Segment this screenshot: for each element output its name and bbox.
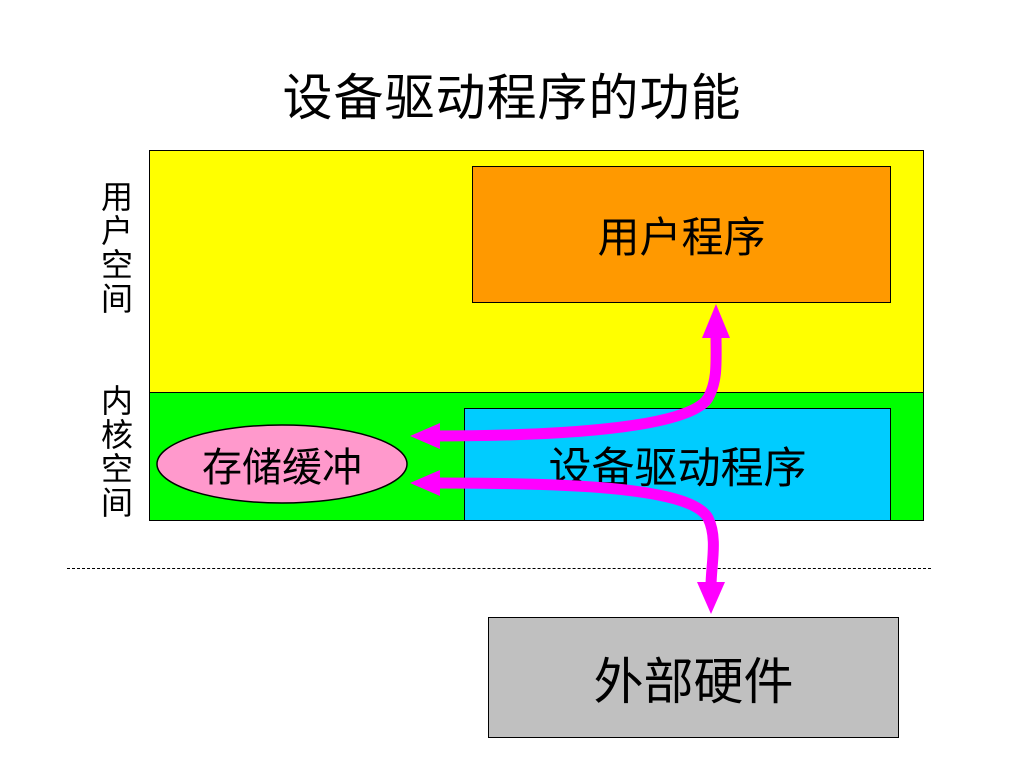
user-space-label: 用户空间 — [100, 178, 133, 318]
diagram-title: 设备驱动程序的功能 — [282, 69, 742, 127]
arrowhead-left-lower-icon — [410, 470, 440, 496]
arrowhead-left-upper-icon — [410, 423, 440, 449]
arrowhead-up-icon — [702, 304, 730, 338]
buffer-ellipse: 存储缓冲 — [156, 424, 408, 504]
buffer-user-program-arrow-path — [426, 326, 722, 442]
buffer-ellipse-shape — [156, 424, 408, 504]
user-program-box: 用户程序 — [472, 166, 891, 303]
kernel-space-label: 内核空间 — [100, 382, 133, 522]
hardware-boundary-line — [67, 568, 931, 569]
user-program-label: 用户程序 — [597, 213, 766, 262]
arrowhead-down-icon — [697, 582, 725, 614]
external-hardware-label: 外部硬件 — [593, 652, 794, 711]
buffer-hardware-arrow-path — [426, 477, 719, 592]
buffer-label: 存储缓冲 — [202, 445, 362, 491]
external-hardware-box: 外部硬件 — [488, 617, 899, 738]
